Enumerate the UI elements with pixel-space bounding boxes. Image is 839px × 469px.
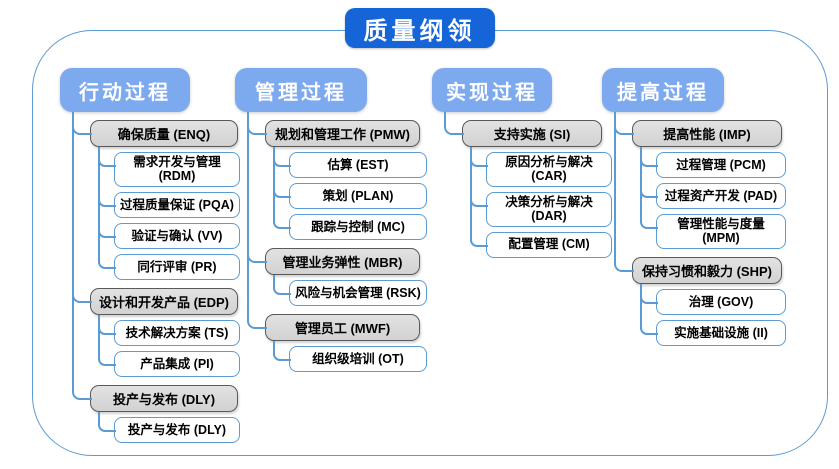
group-box: 设计和开发产品 (EDP): [90, 287, 238, 315]
leaf-wrap: 策划 (PLAN): [273, 178, 427, 209]
leaf-box: 风险与机会管理 (RSK): [289, 280, 427, 306]
leaf-box: 策划 (PLAN): [289, 183, 427, 209]
leaf-wrap: 原因分析与解决 (CAR): [470, 147, 612, 187]
column-groups: 支持实施 (SI) 原因分析与解决 (CAR) 决策分析与解决 (DAR) 配置管理 …: [444, 112, 612, 258]
column-header: 实现过程: [432, 68, 552, 112]
group: 管理业务弹性 (MBR) 风险与机会管理 (RSK): [247, 240, 427, 306]
leaf-wrap: 实施基础设施 (II): [640, 314, 786, 346]
group: 规划和管理工作 (PMW) 估算 (EST) 策划 (PLAN) 跟踪与控制 (MC): [247, 112, 427, 240]
leaf-wrap: 跟踪与控制 (MC): [273, 209, 427, 240]
group-children: 投产与发布 (DLY): [98, 411, 240, 443]
group-box: 提高性能 (IMP): [632, 120, 782, 147]
leaf-box: 管理性能与度量 (MPM): [656, 214, 786, 249]
process-column: 行动过程确保质量 (ENQ) 需求开发与管理 (RDM) 过程质量保证 (PQA) 验…: [60, 68, 240, 443]
leaf-box: 组织级培训 (OT): [289, 346, 427, 372]
leaf-box: 过程质量保证 (PQA): [114, 191, 240, 218]
leaf-box: 需求开发与管理 (RDM): [114, 152, 240, 187]
group: 保持习惯和毅力 (SHP) 治理 (GOV) 实施基础设施 (II): [614, 248, 786, 346]
column-groups: 确保质量 (ENQ) 需求开发与管理 (RDM) 过程质量保证 (PQA) 验证与确认…: [72, 112, 240, 443]
column-header: 提高过程: [602, 68, 724, 112]
group-box: 管理业务弹性 (MBR): [265, 248, 420, 275]
column-header: 管理过程: [235, 68, 367, 112]
leaf-box: 技术解决方案 (TS): [114, 319, 240, 346]
group-box: 投产与发布 (DLY): [90, 384, 238, 412]
group-box: 保持习惯和毅力 (SHP): [632, 256, 782, 284]
leaf-box: 投产与发布 (DLY): [114, 416, 240, 443]
leaf-box: 治理 (GOV): [656, 288, 786, 315]
group-box: 管理员工 (MWF): [265, 314, 420, 341]
group-children: 需求开发与管理 (RDM) 过程质量保证 (PQA) 验证与确认 (VV) 同行评审 …: [98, 147, 240, 280]
column-groups: 规划和管理工作 (PMW) 估算 (EST) 策划 (PLAN) 跟踪与控制 (MC)…: [247, 112, 427, 372]
leaf-wrap: 管理性能与度量 (MPM): [640, 209, 786, 249]
leaf-wrap: 配置管理 (CM): [470, 226, 612, 258]
group: 投产与发布 (DLY) 投产与发布 (DLY): [72, 376, 240, 443]
leaf-box: 实施基础设施 (II): [656, 319, 786, 346]
leaf-wrap: 技术解决方案 (TS): [98, 314, 240, 346]
leaf-box: 产品集成 (PI): [114, 350, 240, 377]
group: 设计和开发产品 (EDP) 技术解决方案 (TS) 产品集成 (PI): [72, 279, 240, 377]
group-children: 估算 (EST) 策划 (PLAN) 跟踪与控制 (MC): [273, 147, 427, 240]
leaf-wrap: 过程质量保证 (PQA): [98, 186, 240, 218]
diagram-title: 质量纲领: [344, 8, 495, 48]
group-children: 风险与机会管理 (RSK): [273, 275, 427, 306]
group: 提高性能 (IMP) 过程管理 (PCM) 过程资产开发 (PAD) 管理性能与度量 …: [614, 112, 786, 249]
leaf-box: 过程管理 (PCM): [656, 152, 786, 178]
group-children: 过程管理 (PCM) 过程资产开发 (PAD) 管理性能与度量 (MPM): [640, 147, 786, 249]
group: 支持实施 (SI) 原因分析与解决 (CAR) 决策分析与解决 (DAR) 配置管理 …: [444, 112, 612, 258]
leaf-box: 配置管理 (CM): [486, 231, 612, 258]
leaf-wrap: 风险与机会管理 (RSK): [273, 275, 427, 306]
leaf-box: 同行评审 (PR): [114, 253, 240, 280]
group-children: 组织级培训 (OT): [273, 341, 427, 372]
process-column: 提高过程提高性能 (IMP) 过程管理 (PCM) 过程资产开发 (PAD) 管理性能…: [602, 68, 786, 346]
group-box: 确保质量 (ENQ): [90, 120, 238, 147]
leaf-box: 跟踪与控制 (MC): [289, 214, 427, 240]
leaf-wrap: 过程资产开发 (PAD): [640, 178, 786, 209]
group-box: 规划和管理工作 (PMW): [265, 120, 420, 147]
leaf-wrap: 同行评审 (PR): [98, 248, 240, 280]
leaf-box: 过程资产开发 (PAD): [656, 183, 786, 209]
leaf-wrap: 组织级培训 (OT): [273, 341, 427, 372]
leaf-box: 原因分析与解决 (CAR): [486, 152, 612, 187]
leaf-wrap: 产品集成 (PI): [98, 345, 240, 377]
process-column: 实现过程支持实施 (SI) 原因分析与解决 (CAR) 决策分析与解决 (DAR) 配…: [432, 68, 612, 258]
column-groups: 提高性能 (IMP) 过程管理 (PCM) 过程资产开发 (PAD) 管理性能与度量 …: [614, 112, 786, 346]
leaf-wrap: 过程管理 (PCM): [640, 147, 786, 178]
group-children: 技术解决方案 (TS) 产品集成 (PI): [98, 314, 240, 377]
leaf-wrap: 治理 (GOV): [640, 283, 786, 315]
leaf-wrap: 投产与发布 (DLY): [98, 411, 240, 443]
leaf-wrap: 需求开发与管理 (RDM): [98, 147, 240, 187]
column-header: 行动过程: [60, 68, 190, 112]
leaf-wrap: 验证与确认 (VV): [98, 217, 240, 249]
leaf-wrap: 估算 (EST): [273, 147, 427, 178]
group: 确保质量 (ENQ) 需求开发与管理 (RDM) 过程质量保证 (PQA) 验证与确认…: [72, 112, 240, 280]
process-column: 管理过程规划和管理工作 (PMW) 估算 (EST) 策划 (PLAN) 跟踪与控制 …: [235, 68, 427, 372]
group-children: 治理 (GOV) 实施基础设施 (II): [640, 283, 786, 346]
group-children: 原因分析与解决 (CAR) 决策分析与解决 (DAR) 配置管理 (CM): [470, 147, 612, 258]
group-box: 支持实施 (SI): [462, 120, 602, 147]
leaf-wrap: 决策分析与解决 (DAR): [470, 186, 612, 227]
leaf-box: 决策分析与解决 (DAR): [486, 191, 612, 227]
leaf-box: 验证与确认 (VV): [114, 222, 240, 249]
group: 管理员工 (MWF) 组织级培训 (OT): [247, 306, 427, 372]
leaf-box: 估算 (EST): [289, 152, 427, 178]
